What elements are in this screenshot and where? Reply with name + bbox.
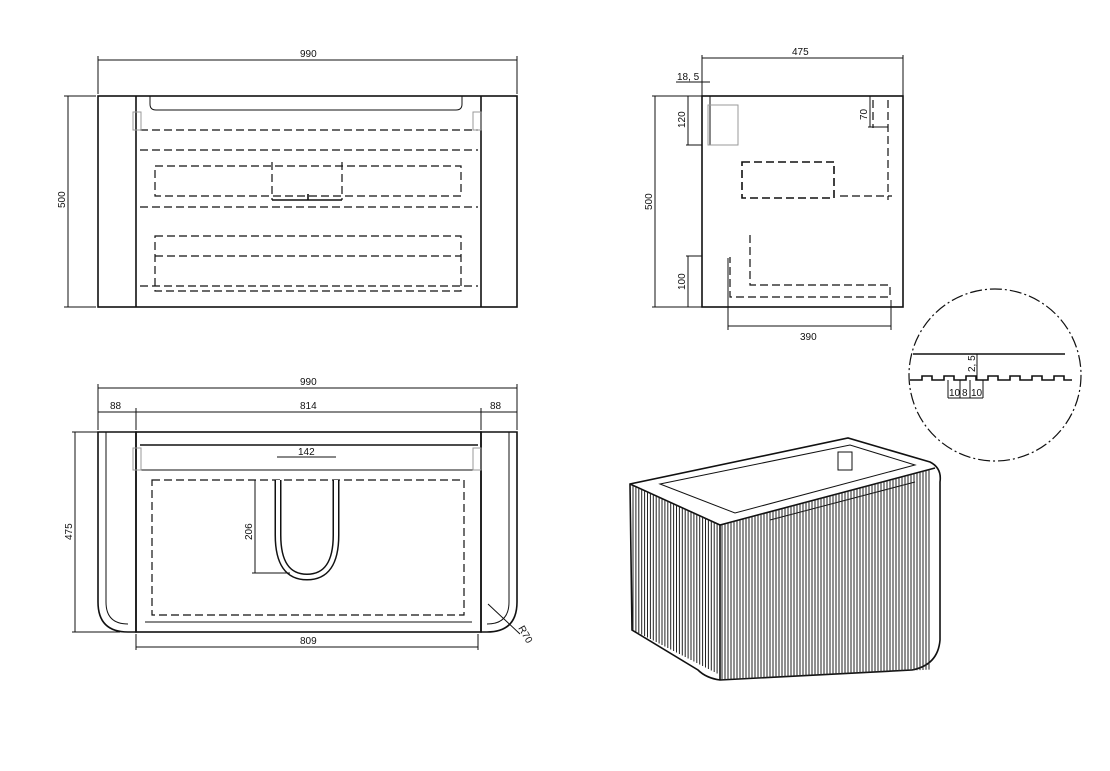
front-view: 990 500	[57, 49, 518, 308]
front-height-dim: 500	[57, 191, 68, 208]
side-height-dim: 500	[644, 193, 655, 210]
top-middle-dim: 814	[300, 401, 317, 412]
cutout-depth-dim: 206	[244, 523, 255, 540]
side-view: 475 18, 5 120 500 100 70 390	[644, 47, 904, 343]
detail-dim-b: 8	[962, 388, 968, 399]
side-depth-dim: 475	[792, 47, 809, 58]
top-right-side-dim: 88	[490, 401, 502, 412]
detail-groove-depth: 2, 5	[967, 355, 978, 372]
front-width-dim: 990	[300, 49, 317, 60]
cutout-width-dim: 142	[298, 447, 315, 458]
side-offset-dim: 18, 5	[677, 72, 700, 83]
side-top-height-dim: 120	[677, 111, 688, 128]
detail-dim-c: 10	[971, 388, 983, 399]
detail-view: 2, 5 10 8 10	[908, 288, 1082, 462]
detail-dim-a: 10	[949, 388, 961, 399]
radius-dim: R70	[515, 624, 534, 646]
top-width-dim: 990	[300, 377, 317, 388]
isometric-view	[629, 437, 942, 681]
top-view: 990 88 814 88 475 142 206 809 R70	[64, 377, 534, 650]
inner-width-dim: 809	[300, 636, 317, 647]
side-bottom-height-dim: 100	[677, 273, 688, 290]
side-bottom-depth-dim: 390	[800, 332, 817, 343]
top-left-side-dim: 88	[110, 401, 122, 412]
side-right-height-dim: 70	[859, 108, 870, 120]
top-depth-dim: 475	[64, 523, 75, 540]
